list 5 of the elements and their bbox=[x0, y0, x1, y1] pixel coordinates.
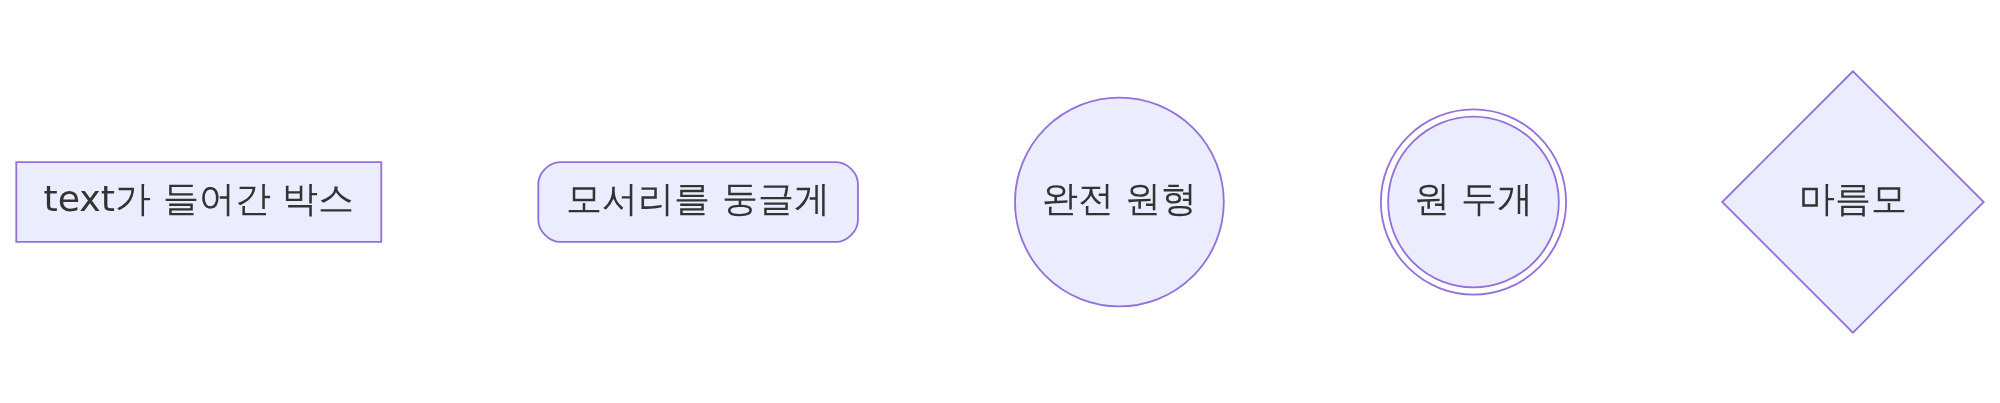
node-box: 모서리를 둥글게 bbox=[537, 160, 859, 243]
node-box: text가 들어간 박스 bbox=[15, 160, 383, 243]
node-diamond: 마름모 bbox=[1720, 69, 1985, 334]
node-circle: 완전 원형 bbox=[1014, 96, 1225, 307]
node-circle: 원 두개 bbox=[1379, 108, 1567, 296]
